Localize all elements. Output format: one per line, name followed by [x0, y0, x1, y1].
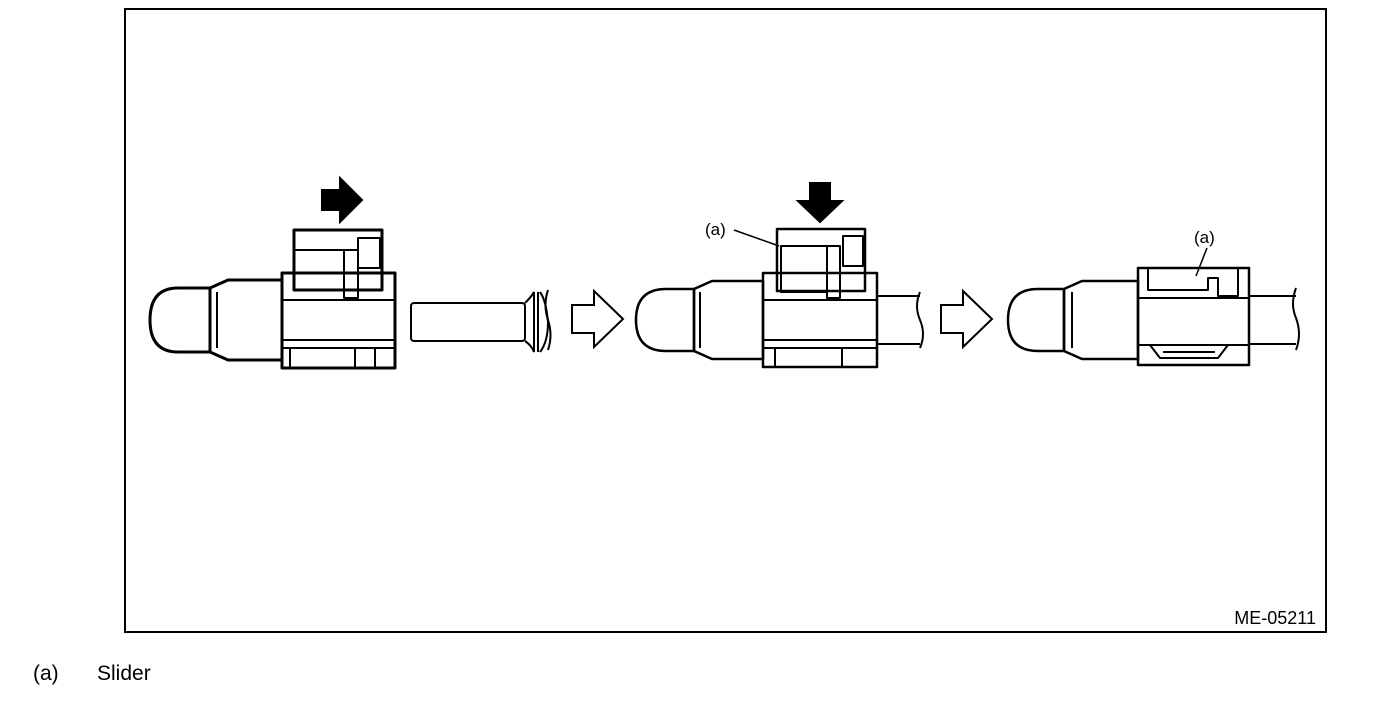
step1-cap	[148, 286, 212, 354]
callout-label-step2: (a)	[705, 220, 726, 239]
step3-cap	[1006, 287, 1066, 353]
step1-terminal	[410, 289, 552, 353]
step2-connector	[634, 227, 924, 369]
slide-right-arrow	[321, 175, 364, 225]
legend-key: (a)	[33, 662, 59, 685]
step3-slider	[1147, 268, 1239, 297]
step2-housing	[761, 271, 879, 369]
callout-line-step2	[733, 229, 780, 247]
step3-connector	[1006, 266, 1300, 367]
step1-connector	[148, 228, 397, 370]
step3-housing	[1136, 266, 1251, 367]
callout-label-step3: (a)	[1194, 228, 1215, 247]
figure-id-label: ME-05211	[1234, 608, 1316, 628]
step1-housing	[280, 271, 397, 370]
step-arrow-2	[940, 288, 994, 350]
step-arrow-1	[571, 288, 625, 350]
step2-collar	[692, 279, 765, 361]
figure-frame	[124, 8, 1327, 633]
legend-text: Slider	[97, 662, 151, 685]
step3-collar	[1062, 279, 1140, 361]
press-down-arrow	[795, 182, 845, 224]
step1-collar	[208, 278, 284, 362]
step2-cap	[634, 287, 696, 353]
step2-slider	[775, 227, 867, 293]
callout-line-step3	[1195, 247, 1208, 277]
